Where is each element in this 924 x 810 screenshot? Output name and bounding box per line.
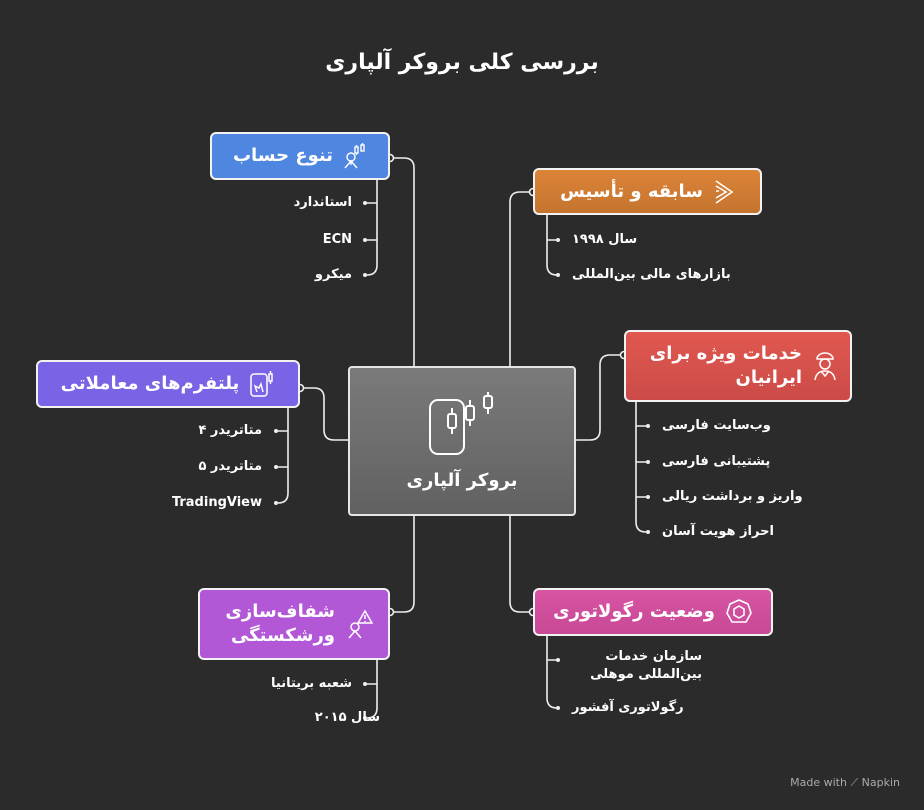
list-item: سال ۱۹۹۸ (572, 232, 638, 247)
list-item: سال ۲۰۱۵ (314, 710, 380, 725)
candlestick-chart-phone-icon (429, 391, 493, 455)
list-item: پشتیبانی فارسی (662, 454, 771, 469)
list-item: TradingView (171, 495, 262, 510)
branch-regulation[interactable]: وضعیت رگولاتوری (533, 588, 773, 636)
branch-platforms[interactable]: پلتفرم‌های معاملاتی (36, 360, 300, 408)
branch-label: تنوع حساب (232, 145, 334, 166)
list-item: متاتریدر ۵ (198, 459, 262, 474)
list-item: استاندارد (293, 195, 352, 210)
diagram-title: بررسی کلی بروکر آلپاری (325, 50, 599, 75)
shield-badge-icon (726, 599, 752, 623)
branch-label: پلتفرم‌های معاملاتی (60, 373, 240, 394)
arrows-icon (715, 179, 734, 204)
list-item: رگولاتوری آفشور (572, 700, 684, 715)
list-item: متاتریدر ۴ (198, 423, 262, 438)
list-item: احراز هویت آسان (662, 524, 774, 539)
branch-label: وضعیت رگولاتوری (553, 601, 715, 622)
list-item: سازمان خدمات بین‌المللی موهلی (590, 649, 702, 682)
branch-history[interactable]: سابقه و تأسیس (533, 168, 762, 215)
list-item: شعبه بریتانیا (271, 676, 352, 691)
branch-label: شفاف‌سازی ورشکستگی (225, 601, 335, 646)
list-item: واریز و برداشت ریالی (662, 489, 803, 504)
branch-account-types[interactable]: تنوع حساب (210, 132, 390, 180)
warning-person-icon (348, 609, 373, 639)
touch-chart-icon (250, 371, 274, 397)
central-node-label: بروکر آلپاری (406, 469, 518, 491)
trader-chart-icon (344, 143, 365, 169)
list-item: میکرو (314, 267, 352, 282)
list-item: بازارهای مالی بین‌المللی (572, 267, 731, 282)
branch-label: سابقه و تأسیس (560, 180, 703, 202)
branch-iranian-services[interactable]: خدمات ویژه برای ایرانیان (624, 330, 852, 402)
napkin-watermark: Made with ⟋ Napkin (790, 776, 900, 789)
central-node[interactable]: بروکر آلپاری (348, 366, 576, 516)
list-item: وب‌سایت فارسی (662, 418, 771, 433)
list-item: ECN (322, 232, 352, 247)
support-agent-icon (814, 352, 836, 381)
branch-bankruptcy-transparency[interactable]: شفاف‌سازی ورشکستگی (198, 588, 390, 660)
branch-label: خدمات ویژه برای ایرانیان (649, 343, 802, 388)
